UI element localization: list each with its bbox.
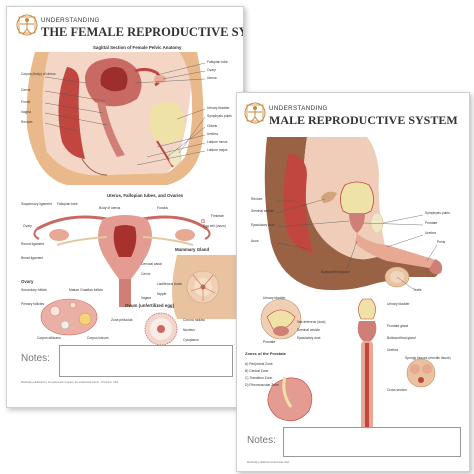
label-rectum: Rectum bbox=[21, 120, 33, 124]
label-fallopian-tube-2: Fallopian tube bbox=[57, 202, 78, 206]
label-zona-pellucida: Zona pellucida bbox=[111, 318, 133, 322]
label-urinary-bladder-3: Urinary bladder bbox=[263, 296, 286, 300]
label-seminal-vesicle-2: Seminal vesicle bbox=[297, 328, 320, 332]
female-sagittal-illustration bbox=[26, 52, 206, 185]
zone-peripheral: A) Peripheral Zone bbox=[245, 362, 273, 366]
label-nucleus: Nucleus bbox=[183, 328, 195, 332]
label-prostate-gland: Prostate gland bbox=[387, 324, 409, 328]
label-fallopian-tube: Fallopian tube bbox=[207, 60, 228, 64]
zone-transition: C) Transition Zone bbox=[245, 376, 273, 380]
female-reproductive-poster: UNDERSTANDING THE FEMALE REPRODUCTIVE SY… bbox=[6, 6, 244, 408]
label-uterus: Uterus bbox=[207, 76, 217, 80]
label-fundus: Fundus bbox=[157, 206, 168, 210]
label-symphysis-pubis-male: Symphysis pubis bbox=[425, 211, 450, 215]
label-vagina: Vagina bbox=[21, 110, 32, 114]
label-clitoris: Clitoris bbox=[207, 124, 218, 128]
label-cervix: Cervix bbox=[21, 88, 31, 92]
label-fornix: Fornix bbox=[21, 100, 31, 104]
label-urethra: Urethra bbox=[207, 132, 218, 136]
male-sagittal-illustration bbox=[264, 137, 443, 291]
label-broad-ligament: Broad ligament bbox=[21, 256, 44, 260]
sagittal-section-title: Sagittal Section of Female Pelvic Anatom… bbox=[93, 45, 182, 50]
label-labium-minus: Labium minus bbox=[207, 140, 228, 144]
label-rectum-male: Rectum bbox=[251, 197, 263, 201]
label-symphysis-pubis: Symphysis pubis bbox=[207, 114, 232, 118]
label-primary-follicles: Primary follicles bbox=[21, 302, 45, 306]
label-egg-cell: Egg cell (ovum) bbox=[203, 224, 226, 228]
label-ejaculatory-duct-2: Ejaculatory duct bbox=[297, 336, 321, 340]
label-fimbriae: Fimbriae bbox=[211, 214, 224, 218]
label-round-ligament: Round ligament bbox=[21, 242, 45, 246]
uterus-ovaries-illustration bbox=[33, 215, 211, 307]
male-title: MALE REPRODUCTIVE SYSTEM bbox=[269, 113, 458, 127]
label-corpus-luteum: Corpus luteum bbox=[87, 336, 109, 340]
female-title: THE FEMALE REPRODUCTIVE SYSTEM bbox=[41, 25, 243, 39]
label-urethra-2: Urethra bbox=[387, 348, 398, 352]
label-corpus-uterus: Corpus (body) of uterus bbox=[21, 72, 56, 76]
label-cross-section: Cross section bbox=[387, 388, 407, 392]
label-cervical-canal: Cervical canal bbox=[141, 262, 162, 266]
vitruvian-logo-icon-male bbox=[244, 102, 266, 124]
label-suspensory-ligament: Suspensory ligament bbox=[21, 202, 52, 206]
label-graafian-follicle: Mature Graafian follicle bbox=[69, 288, 103, 292]
label-corona-radiata: Corona radiata bbox=[183, 318, 205, 322]
label-prostate-2: Prostate bbox=[263, 340, 276, 344]
label-lactiferous-ducts: Lactiferous ducts bbox=[157, 282, 182, 286]
mammary-title: Mammary Gland bbox=[175, 247, 210, 252]
label-urinary-bladder: Urinary bladder bbox=[207, 106, 230, 110]
label-secondary-follicle: Secondary follicle bbox=[21, 288, 47, 292]
label-body-of-uterus: Body of uterus bbox=[99, 206, 121, 210]
label-ovary: Ovary bbox=[207, 68, 216, 72]
label-bulbourethral-gland: Bulbourethral gland bbox=[321, 270, 350, 274]
label-nipple: Nipple bbox=[157, 292, 167, 296]
label-seminal-vesicle: Seminal vesicle bbox=[251, 209, 274, 213]
male-footer: Medically published anatomical chart bbox=[247, 461, 290, 464]
label-prostate: Prostate bbox=[425, 221, 438, 225]
male-detail-illustrations bbox=[260, 298, 436, 447]
label-ovary-2: Ovary bbox=[23, 224, 32, 228]
label-urethra-male: Urethra bbox=[425, 231, 436, 235]
male-notes-label: Notes: bbox=[247, 435, 276, 446]
ovum-title: Ovum (unfertilized egg) bbox=[125, 303, 175, 308]
label-anus: Anus bbox=[251, 239, 259, 243]
label-spongy-tissues: Spongy tissues (erectile tissue) bbox=[405, 356, 451, 360]
ovary-ovum-illustration bbox=[40, 298, 178, 346]
female-pretitle: UNDERSTANDING bbox=[41, 17, 100, 24]
female-footer: Medically published by an esteemed compa… bbox=[21, 381, 119, 384]
label-penis: Penis bbox=[437, 240, 446, 244]
label-bulbourethral-gland-2: Bulbourethral gland bbox=[387, 336, 416, 340]
label-vas-deferens: Vas deferens (duct) bbox=[297, 320, 326, 324]
mammary-gland-illustration bbox=[172, 255, 237, 319]
label-ejaculatory-duct: Ejaculatory duct bbox=[251, 223, 275, 227]
label-vagina-2: Vagina bbox=[141, 296, 152, 300]
zone-fibromuscular: D) Fibromuscular Zone bbox=[245, 383, 279, 387]
label-urinary-bladder-2: Urinary bladder bbox=[387, 302, 410, 306]
label-testis: Testis bbox=[413, 288, 422, 292]
female-notes-label: Notes: bbox=[21, 353, 50, 364]
female-notes-box[interactable] bbox=[59, 345, 233, 377]
zone-central: B) Central Zone bbox=[245, 369, 269, 373]
ovary-title: Ovary bbox=[21, 279, 34, 284]
vitruvian-logo-icon bbox=[16, 14, 38, 36]
zones-title: Zones of the Prostate bbox=[245, 351, 286, 356]
label-labium-majus: Labium majus bbox=[207, 148, 228, 152]
male-notes-box[interactable] bbox=[283, 427, 461, 457]
label-cervix-2: Cervix bbox=[141, 272, 151, 276]
uterus-section-title: Uterus, Fallopian tubes, and Ovaries bbox=[107, 193, 184, 198]
male-pretitle: UNDERSTANDING bbox=[269, 105, 328, 112]
label-corpus-albicans: Corpus albicans bbox=[37, 336, 61, 340]
male-reproductive-poster: UNDERSTANDING MALE REPRODUCTIVE SYSTEM R… bbox=[236, 92, 470, 472]
label-cytoplasm: Cytoplasm bbox=[183, 338, 199, 342]
